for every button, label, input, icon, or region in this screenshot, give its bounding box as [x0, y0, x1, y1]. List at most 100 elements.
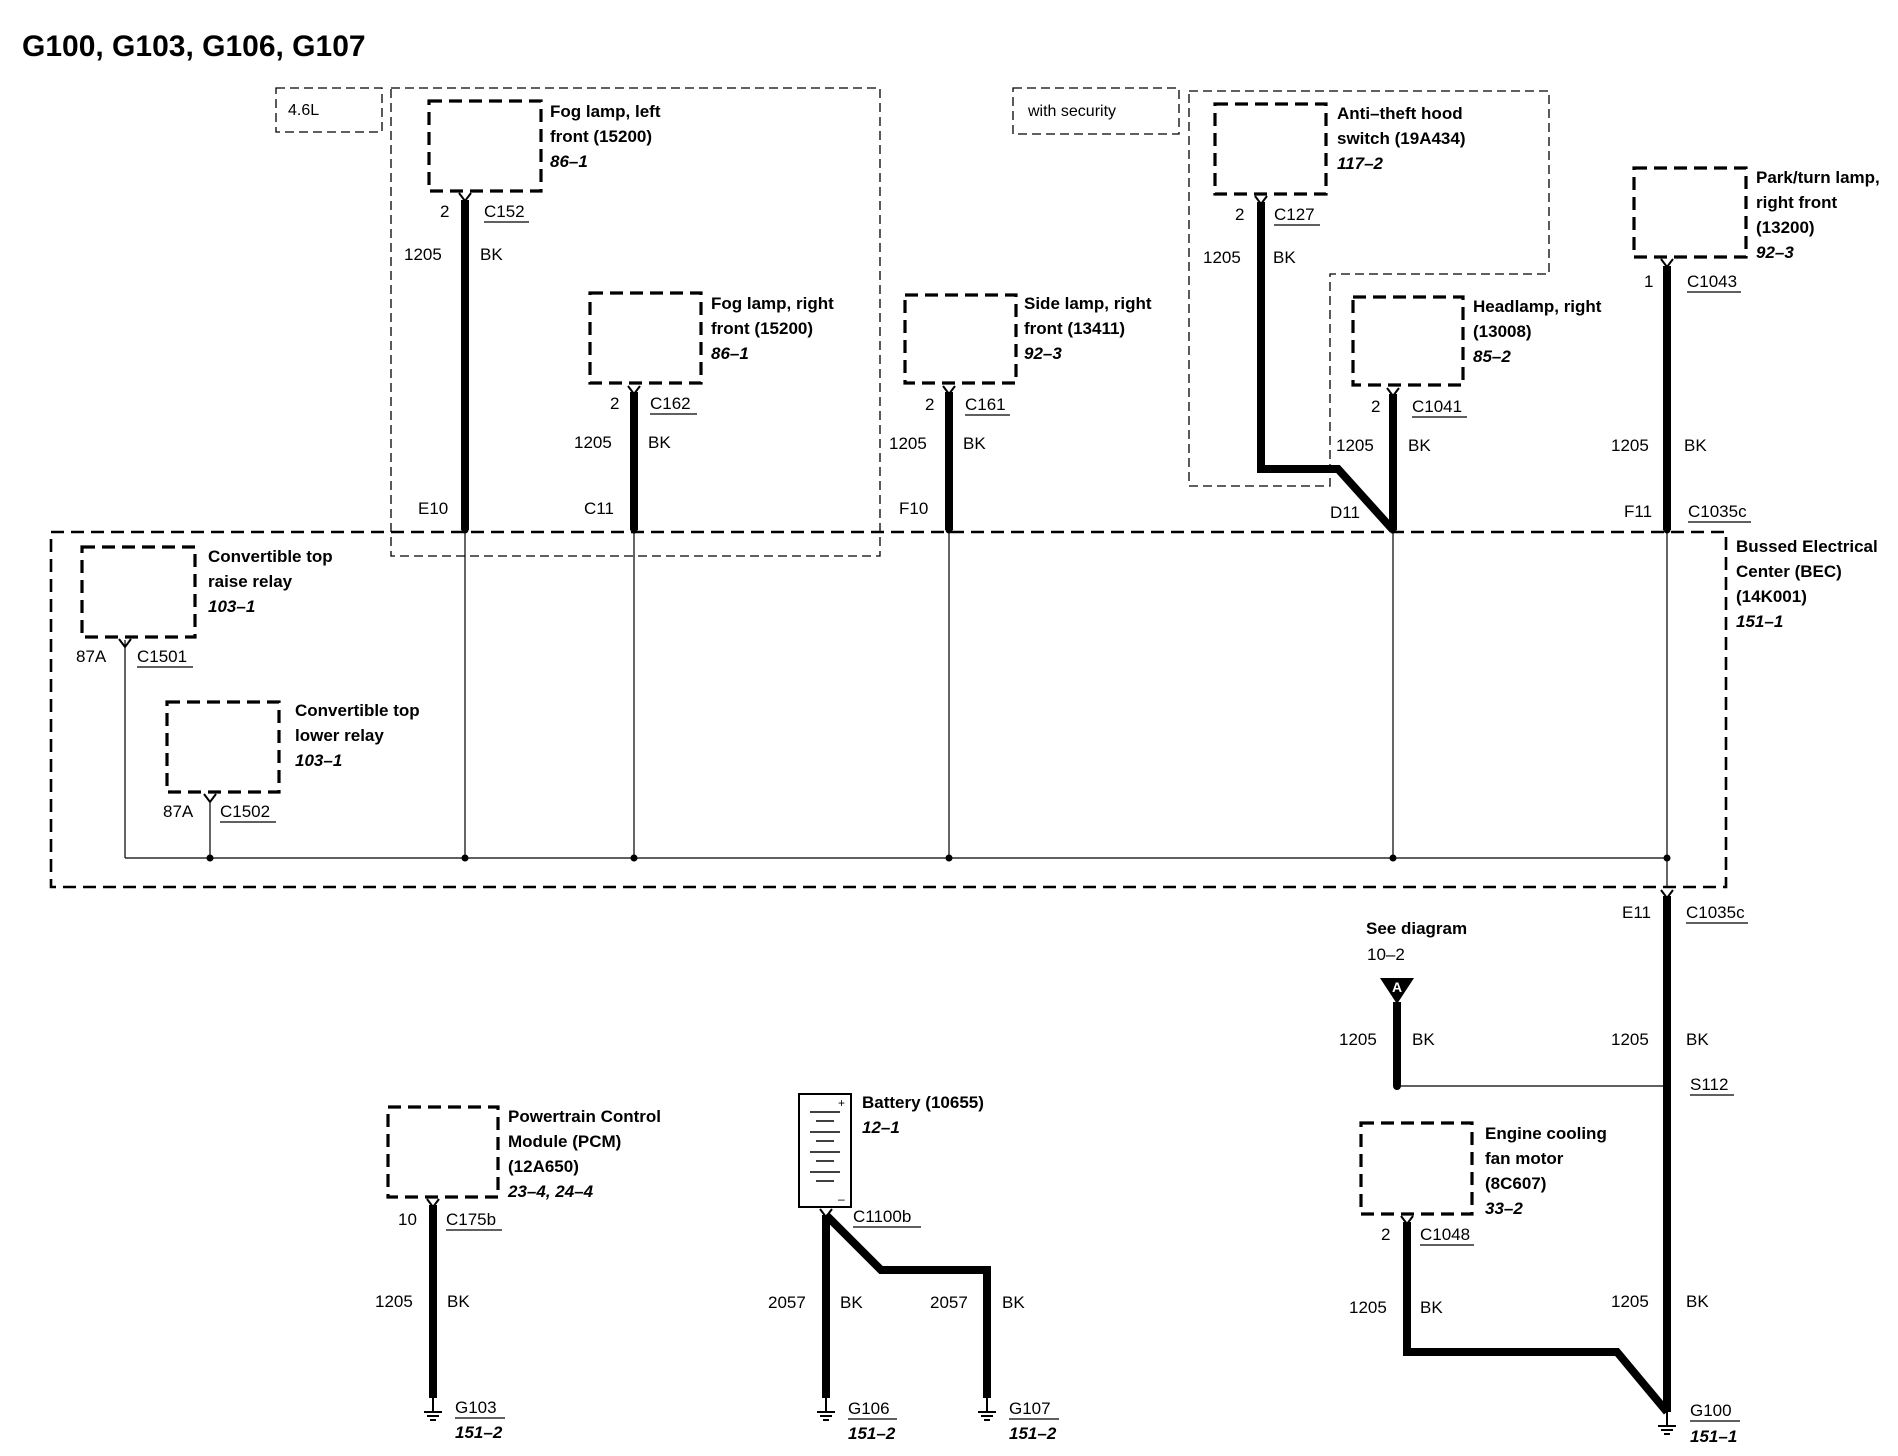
anti-theft-hood-switch-box [1213, 102, 1328, 196]
headlamp-right-box [1351, 295, 1465, 387]
ground-g107-label: G107 [1009, 1399, 1051, 1418]
security-option-tag [1012, 87, 1180, 135]
see-diagram-label: See diagram [1366, 919, 1467, 938]
headlamp-right: Headlamp, right (13008) 85–2 2 C1041 120… [1330, 295, 1602, 530]
security-option-region [1188, 90, 1550, 487]
ground-g106-ref: 151–2 [848, 1424, 896, 1443]
battery-to-g107-wire [823, 1212, 991, 1398]
ground-g103-label: G103 [455, 1398, 497, 1417]
fog-lamp-right-box [588, 291, 703, 385]
engine-cooling-fan-motor: Engine cooling fan motor (8C607) 33–2 2 … [1349, 1121, 1671, 1415]
bec-pin-c11: C11 [584, 499, 614, 518]
bec-top-connector: C1035c [1688, 502, 1747, 521]
diagram-title: G100, G103, G106, G107 [22, 30, 366, 63]
battery-g107-color: BK [1002, 1293, 1025, 1312]
pcm-ref: 23–4, 24–4 [507, 1182, 594, 1201]
engine-option-note: 4.6L [275, 87, 383, 133]
battery-g106-circuit: 2057 [768, 1293, 806, 1312]
anti-theft-hood-switch: Anti–theft hood switch (19A434) 117–2 2 … [1203, 102, 1466, 533]
engine-option-tag [275, 87, 383, 133]
ground-g100-icon [1657, 1411, 1677, 1435]
battery-g107-circuit: 2057 [930, 1293, 968, 1312]
anti-theft-wire [1257, 202, 1396, 533]
ground-g103-icon [423, 1397, 443, 1421]
fog-lamp-left-pin: 2 [440, 202, 449, 221]
headlamp-ref: 85–2 [1473, 347, 1511, 366]
headlamp-connector: C1041 [1412, 397, 1462, 416]
ground-g106-label: G106 [848, 1399, 890, 1418]
fog-lamp-right-pin: 2 [610, 394, 619, 413]
engine-option-label: 4.6L [288, 102, 319, 119]
pcm-color: BK [447, 1292, 470, 1311]
park-turn-connector: C1043 [1687, 272, 1737, 291]
convertible-top-lower-relay: Convertible top lower relay 103–1 87A C1… [163, 700, 420, 823]
fan-motor-wire [1403, 1222, 1671, 1415]
lower-relay-pin: 87A [163, 802, 194, 821]
bec-ref: 151–1 [1736, 612, 1783, 631]
splice-s112 [1663, 1082, 1671, 1090]
ground-g100: G100 151–1 [1657, 1401, 1740, 1446]
bec-pin-e10: E10 [418, 499, 448, 518]
bec-output-color-2: BK [1686, 1292, 1709, 1311]
fog-lamp-right-color: BK [648, 433, 671, 452]
raise-relay-box [80, 545, 197, 639]
fan-motor-label-1: Engine cooling [1485, 1124, 1607, 1143]
raise-relay-label-1: Convertible top [208, 547, 333, 566]
side-lamp-right-box [903, 293, 1018, 385]
ground-g100-label: G100 [1690, 1401, 1732, 1420]
fog-lamp-left-ref: 86–1 [550, 152, 588, 171]
bec-output: E11 C1035c 1205 BK 1205 BK [1611, 889, 1748, 1412]
ground-g103-ref: 151–2 [455, 1423, 503, 1442]
fog-lamp-right-label-2: front (15200) [711, 319, 813, 338]
fog-lamp-right-ref: 86–1 [711, 344, 749, 363]
bec-bottom-connector: C1035c [1686, 903, 1745, 922]
fog-lamp-left: Fog lamp, left front (15200) 86–1 2 C152… [404, 99, 661, 530]
pcm-label-2: Module (PCM) [508, 1132, 621, 1151]
side-lamp-right-ref: 92–3 [1024, 344, 1062, 363]
fan-motor-ref: 33–2 [1485, 1199, 1523, 1218]
park-turn-circuit: 1205 [1611, 436, 1649, 455]
pcm-circuit: 1205 [375, 1292, 413, 1311]
bec-output-circuit-1: 1205 [1611, 1030, 1649, 1049]
fan-motor-label-2: fan motor [1485, 1149, 1564, 1168]
bec-output-circuit-2: 1205 [1611, 1292, 1649, 1311]
raise-relay-connector: C1501 [137, 647, 187, 666]
svg-text:–: – [838, 1192, 845, 1206]
ground-g107-ref: 151–2 [1009, 1424, 1057, 1443]
fog-lamp-left-color: BK [480, 245, 503, 264]
lower-relay-pin-icon [203, 793, 217, 803]
lower-relay-box [165, 700, 281, 794]
bec-label-line3: (14K001) [1736, 587, 1807, 606]
off-page-connector-letter: A [1392, 979, 1402, 995]
bec-pin-e11: E11 [1622, 903, 1651, 922]
security-option-note: with security [1012, 87, 1180, 135]
raise-relay-pin: 87A [76, 647, 107, 666]
fog-lamp-right-label-1: Fog lamp, right [711, 294, 834, 313]
bec-internal-bus [124, 526, 1671, 888]
pcm-label-3: (12A650) [508, 1157, 579, 1176]
pcm-pin: 10 [398, 1210, 417, 1229]
lower-relay-label-1: Convertible top [295, 701, 420, 720]
battery-g106-color: BK [840, 1293, 863, 1312]
fog-lamp-left-box [427, 99, 543, 193]
see-diagram-ref: 10–2 [1367, 945, 1405, 964]
pcm-label-1: Powertrain Control [508, 1107, 661, 1126]
lower-relay-label-2: lower relay [295, 726, 384, 745]
powertrain-control-module: Powertrain Control Module (PCM) (12A650)… [375, 1105, 661, 1442]
svg-text:+: + [838, 1096, 845, 1110]
park-turn-label-3: (13200) [1756, 218, 1815, 237]
pcm-box [386, 1105, 500, 1199]
park-turn-label-2: right front [1756, 193, 1838, 212]
engine-option-region [390, 87, 881, 557]
bec-label-line2: Center (BEC) [1736, 562, 1842, 581]
park-turn-color: BK [1684, 436, 1707, 455]
side-lamp-right-connector: C161 [965, 395, 1006, 414]
see-diagram-color: BK [1412, 1030, 1435, 1049]
fog-lamp-left-circuit: 1205 [404, 245, 442, 264]
off-page-connector-icon [1380, 978, 1414, 1004]
battery: + – Battery (10655) 12–1 C1100b 2057 BK … [768, 1093, 1059, 1443]
fan-motor-label-3: (8C607) [1485, 1174, 1546, 1193]
anti-theft-label-2: switch (19A434) [1337, 129, 1466, 148]
headlamp-color: BK [1408, 436, 1431, 455]
